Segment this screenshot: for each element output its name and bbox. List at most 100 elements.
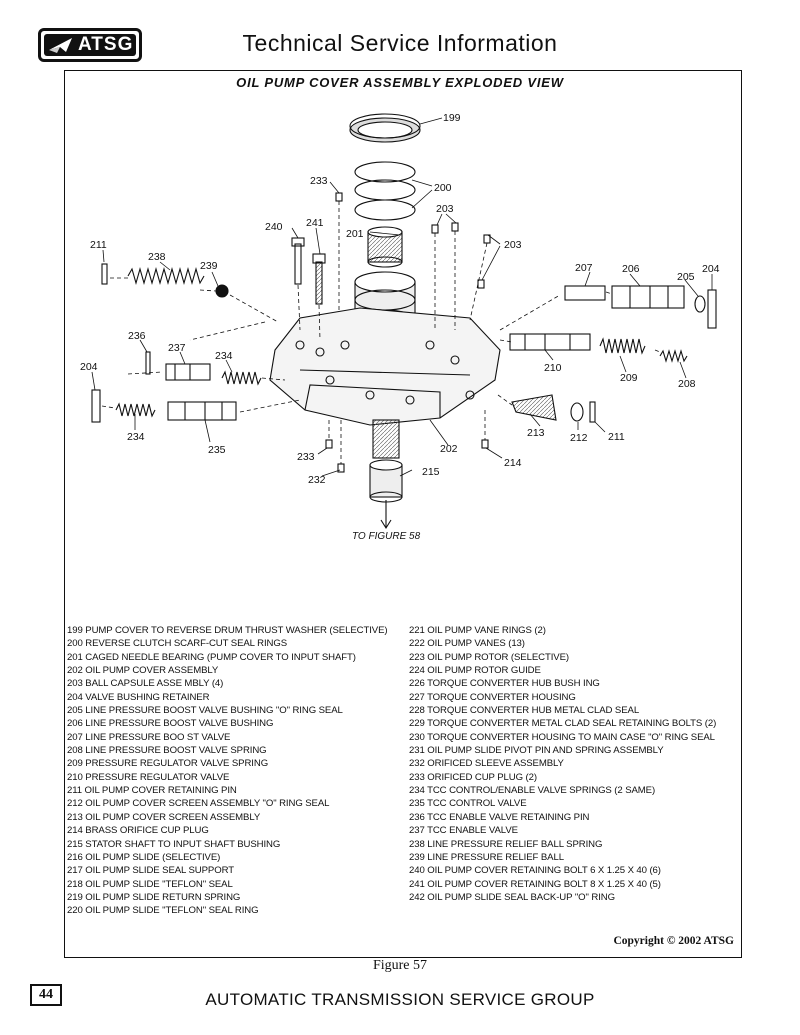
figure-caption: Figure 57 — [372, 958, 428, 973]
legend-item: 224 OIL PUMP ROTOR GUIDE — [409, 665, 541, 677]
callout-208: 208 — [678, 378, 696, 390]
callout-204: 204 — [80, 361, 98, 373]
callout-211b: 211 — [608, 431, 625, 443]
bushing-retainer-204a — [91, 389, 101, 423]
legend-item: 222 OIL PUMP VANES (13) — [409, 638, 525, 650]
legend-item: 209 PRESSURE REGULATOR VALVE SPRING — [67, 758, 269, 770]
legend-item: 204 VALVE BUSHING RETAINER — [67, 691, 210, 703]
callout-234: 234 — [215, 350, 233, 362]
pin-236 — [145, 351, 151, 375]
relief-ball-239 — [215, 284, 229, 298]
legend-item: 215 STATOR SHAFT TO INPUT SHAFT BUSHING — [67, 838, 281, 850]
control-valve-235 — [167, 401, 237, 421]
callout-207: 207 — [575, 262, 593, 274]
legend-item: 216 OIL PUMP SLIDE (SELECTIVE) — [67, 851, 221, 863]
legend-item: 239 LINE PRESSURE RELIEF BALL — [409, 851, 564, 863]
copyright-notice: Copyright © 2002 ATSG — [613, 935, 734, 947]
legend-item: 228 TORQUE CONVERTER HUB METAL CLAD SEAL — [409, 705, 640, 717]
callout-203b: 203 — [504, 239, 522, 251]
callout-204b: 204 — [702, 263, 720, 275]
legend-item: 226 TORQUE CONVERTER HUB BUSH ING — [409, 678, 600, 690]
regulator-spring-209 — [599, 337, 646, 355]
page-title: Technical Service Information — [242, 30, 558, 56]
legend-item: 200 REVERSE CLUTCH SCARF-CUT SEAL RINGS — [67, 638, 288, 650]
bolt-240 — [294, 243, 302, 285]
seal-ring-part — [354, 161, 416, 183]
pump-cover-body — [269, 307, 501, 426]
callout-214: 214 — [504, 457, 522, 469]
relief-spring-238 — [127, 266, 205, 286]
callout-233: 233 — [310, 175, 328, 187]
legend-item: 205 LINE PRESSURE BOOST VALVE BUSHING "O… — [67, 705, 343, 717]
legend-item: 221 OIL PUMP VANE RINGS (2) — [409, 625, 546, 636]
callout-241: 241 — [306, 217, 324, 229]
legend-item: 219 OIL PUMP SLIDE RETURN SPRING — [67, 891, 241, 903]
legend-item: 240 OIL PUMP COVER RETAINING BOLT 6 X 1.… — [409, 865, 661, 877]
callout-237: 237 — [168, 342, 186, 354]
boost-spring-208 — [659, 349, 688, 363]
callout-199: 199 — [443, 112, 461, 124]
cup-plug — [335, 192, 343, 202]
legend-item: 230 TORQUE CONVERTER HOUSING TO MAIN CAS… — [409, 731, 715, 743]
legend-item: 241 OIL PUMP COVER RETAINING BOLT 8 X 1.… — [409, 878, 661, 890]
stator-shaft — [372, 419, 400, 459]
legend-item: 207 LINE PRESSURE BOO ST VALVE — [67, 731, 231, 743]
callout-201: 201 — [346, 228, 364, 240]
to-figure-label: TO FIGURE 58 — [352, 531, 421, 542]
legend-item: 227 TORQUE CONVERTER HOUSING — [409, 691, 576, 703]
legend-item: 218 OIL PUMP SLIDE "TEFLON" SEAL — [67, 878, 233, 890]
figure-frame — [64, 70, 742, 958]
legend-item: 234 TCC CONTROL/ENABLE VALVE SPRINGS (2 … — [409, 785, 656, 797]
diagram-title: OIL PUMP COVER ASSEMBLY EXPLODED VIEW — [236, 75, 564, 90]
o-ring-205 — [694, 295, 706, 313]
legend-item: 238 LINE PRESSURE RELIEF BALL SPRING — [409, 838, 603, 850]
logo-text: ATSG — [78, 34, 134, 55]
callout-202: 202 — [440, 443, 458, 455]
callout-239: 239 — [200, 260, 218, 272]
logo-badge: ATSG — [44, 34, 136, 56]
retaining-pin-211b — [589, 401, 596, 423]
legend-item: 208 LINE PRESSURE BOOST VALVE SPRING — [67, 745, 267, 757]
callout-205: 205 — [677, 271, 695, 283]
callout-209: 209 — [620, 372, 638, 384]
legend-item: 220 OIL PUMP SLIDE "TEFLON" SEAL RING — [67, 905, 259, 917]
legend-item: 236 TCC ENABLE VALVE RETAINING PIN — [409, 811, 590, 823]
callout-233b: 233 — [297, 451, 315, 463]
legend-item: 213 OIL PUMP COVER SCREEN ASSEMBLY — [67, 811, 261, 823]
legend-item: 217 OIL PUMP SLIDE SEAL SUPPORT — [67, 865, 234, 877]
tcc-spring-234b — [115, 402, 156, 418]
callout-212: 212 — [570, 432, 588, 444]
retaining-pin-211 — [101, 263, 108, 285]
atsg-logo: ATSG — [38, 28, 142, 62]
callout-213: 213 — [527, 427, 545, 439]
boost-bushing-206 — [611, 285, 685, 309]
regulator-valve-210 — [509, 333, 591, 351]
callout-236: 236 — [128, 330, 146, 342]
legend-item: 223 OIL PUMP ROTOR (SELECTIVE) — [409, 651, 569, 663]
screen-assembly-213 — [511, 394, 557, 421]
callout-200: 200 — [434, 182, 452, 194]
screen-o-ring-212 — [570, 402, 584, 422]
callout-234b: 234 — [127, 431, 145, 443]
legend-left-column: 199 PUMP COVER TO REVERSE DRUM THRUST WA… — [67, 624, 388, 918]
legend-item: 242 OIL PUMP SLIDE SEAL BACK-UP "O" RING — [409, 891, 615, 903]
boost-valve-207 — [564, 285, 606, 301]
legend-item: 202 OIL PUMP COVER ASSEMBLY — [67, 665, 219, 677]
legend-item: 199 PUMP COVER TO REVERSE DRUM THRUST WA… — [67, 625, 388, 636]
callout-203: 203 — [436, 203, 454, 215]
legend-item: 235 TCC CONTROL VALVE — [409, 798, 527, 810]
callout-232: 232 — [308, 474, 326, 486]
legend-item: 229 TORQUE CONVERTER METAL CLAD SEAL RET… — [409, 718, 717, 730]
legend-item: 237 TCC ENABLE VALVE — [409, 825, 518, 837]
legend-item: 232 ORIFICED SLEEVE ASSEMBLY — [409, 758, 564, 770]
page-number: 44 — [30, 984, 62, 1006]
legend-item: 203 BALL CAPSULE ASSE MBLY (4) — [67, 678, 224, 690]
legend-item: 214 BRASS ORIFICE CUP PLUG — [67, 825, 209, 837]
bushing-retainer-204b — [707, 289, 717, 329]
legend-item: 206 LINE PRESSURE BOOST VALVE BUSHING — [67, 718, 274, 730]
plane-icon — [49, 38, 72, 53]
legend-item: 211 OIL PUMP COVER RETAINING PIN — [67, 785, 237, 797]
legend-item: 212 OIL PUMP COVER SCREEN ASSEMBLY "O" R… — [67, 798, 330, 810]
tcc-spring-234a — [221, 370, 262, 386]
legend-item: 231 OIL PUMP SLIDE PIVOT PIN AND SPRING … — [409, 745, 664, 757]
